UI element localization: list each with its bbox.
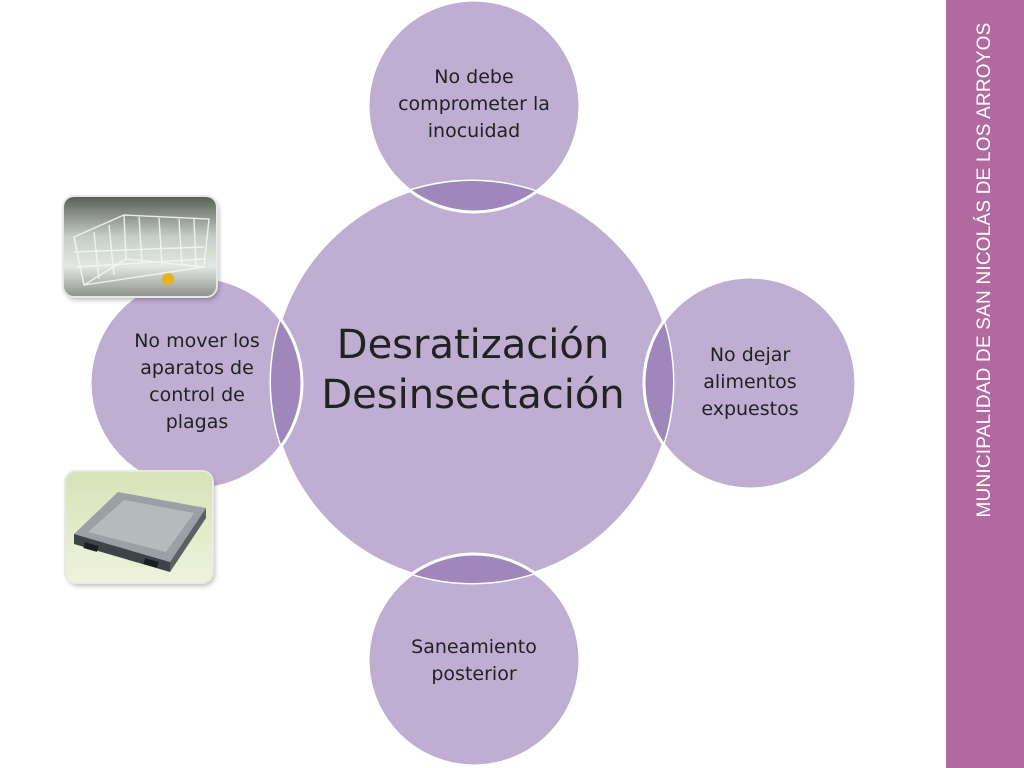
label-left: No mover los aparatos de control de plag… [134,330,260,433]
sidebar-title: MUNICIPALIDAD DE SAN NICOLÁS DE LOS ARRO… [974,22,995,518]
label-right: No dejar alimentos expuestos [701,344,799,420]
trap-cage-photo [64,197,216,296]
center-label: Desratización Desinsectación [278,320,668,420]
bait-station-photo [66,472,212,582]
sidebar-banner: MUNICIPALIDAD DE SAN NICOLÁS DE LOS ARRO… [946,0,1024,768]
label-bottom: Saneamiento posterior [411,636,537,685]
cycle-diagram: Desratización Desinsectación No debe com… [64,0,858,768]
center-label-line2: Desinsectación [321,372,625,418]
diagram-shapes [88,0,858,768]
center-label-line1: Desratización [336,322,610,368]
label-top: No debe comprometer la inocuidad [398,66,550,142]
